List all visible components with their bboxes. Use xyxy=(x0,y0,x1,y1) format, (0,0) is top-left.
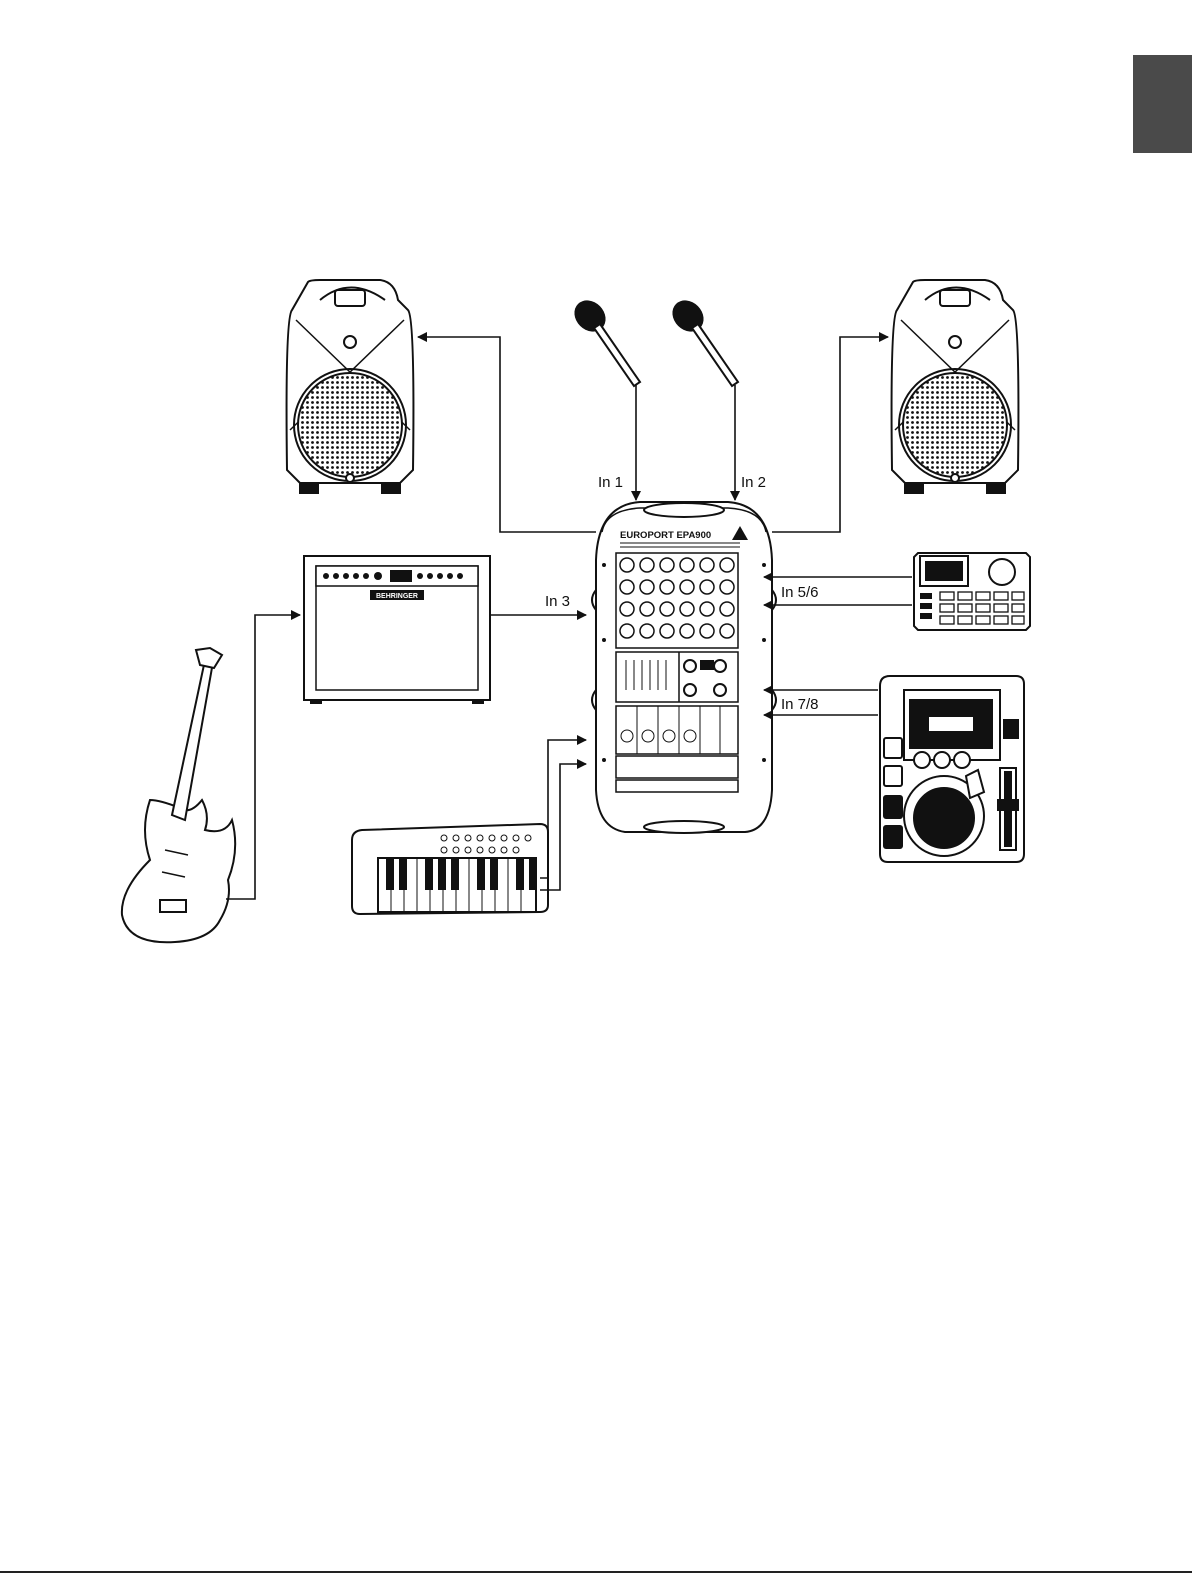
label-in1: In 1 xyxy=(598,474,623,491)
label-in2: In 2 xyxy=(741,474,766,491)
guitar-amp: BEHRINGER xyxy=(304,556,490,704)
mixer-knob xyxy=(620,580,634,594)
mixer-knob xyxy=(700,558,714,572)
wire-mixer-to-right-speaker xyxy=(772,337,888,532)
midi-keyboard xyxy=(352,824,548,914)
amp-brand-label: BEHRINGER xyxy=(376,593,418,600)
mixer-knob xyxy=(720,624,734,638)
wire-guitar-to-amp xyxy=(226,615,300,899)
mixer-knob xyxy=(700,580,714,594)
wire-mixer-to-left-speaker xyxy=(418,337,596,532)
drum-machine xyxy=(914,553,1030,630)
mixer-model-label: EUROPORT EPA900 xyxy=(620,530,711,541)
label-in56: In 5/6 xyxy=(781,584,819,601)
mixer-knob xyxy=(620,602,634,616)
microphone-1 xyxy=(568,294,640,386)
bottom-rule xyxy=(0,1571,1192,1573)
mixer-knob xyxy=(660,602,674,616)
mixer-knob xyxy=(680,558,694,572)
mixer-knob xyxy=(680,624,694,638)
mixer-knob xyxy=(720,602,734,616)
cd-player xyxy=(880,676,1024,862)
mixer-knob xyxy=(700,624,714,638)
mixer-knob xyxy=(660,580,674,594)
mixer-knob xyxy=(640,624,654,638)
mixer-knob xyxy=(720,558,734,572)
mixer-knob xyxy=(620,558,634,572)
microphone-2 xyxy=(666,294,738,386)
mixer-knob xyxy=(640,580,654,594)
mixer-knob xyxy=(660,624,674,638)
epa900-mixer: EUROPORT EPA900 xyxy=(592,502,776,833)
speaker-right xyxy=(892,280,1019,493)
label-in78: In 7/8 xyxy=(781,696,819,713)
electric-guitar xyxy=(122,648,235,942)
mixer-knob xyxy=(660,558,674,572)
speaker-left xyxy=(287,280,414,493)
mixer-knob xyxy=(720,580,734,594)
mixer-knob xyxy=(620,624,634,638)
mixer-knob xyxy=(680,602,694,616)
mixer-knob xyxy=(700,602,714,616)
mixer-knob xyxy=(640,602,654,616)
mixer-knob xyxy=(680,580,694,594)
mixer-knob xyxy=(640,558,654,572)
label-in3: In 3 xyxy=(545,593,570,610)
